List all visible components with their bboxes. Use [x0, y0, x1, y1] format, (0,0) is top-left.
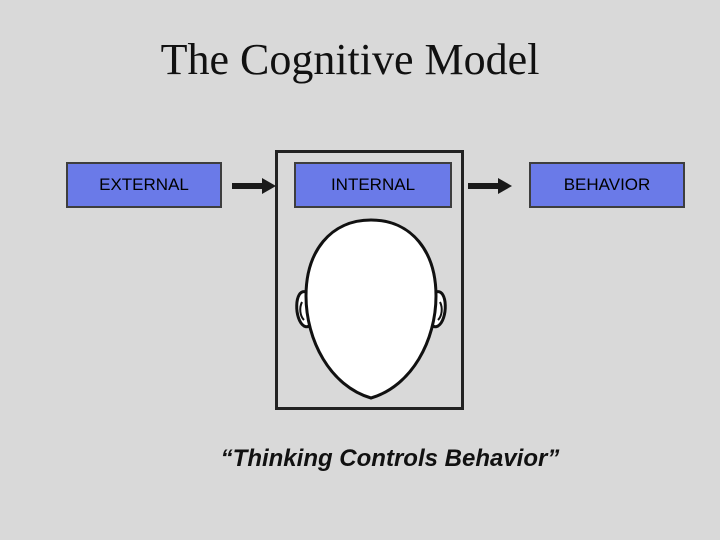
page-title: The Cognitive Model	[160, 35, 540, 84]
internal-box: INTERNAL	[294, 162, 452, 208]
arrow-right-icon	[468, 178, 512, 194]
external-box-label: EXTERNAL	[99, 175, 189, 194]
external-box: EXTERNAL	[66, 162, 222, 208]
internal-frame	[275, 150, 464, 410]
head-icon	[295, 218, 447, 400]
quote-text: “Thinking Controls Behavior”	[220, 445, 560, 472]
behavior-box: BEHAVIOR	[529, 162, 685, 208]
arrow-right-icon	[232, 178, 276, 194]
internal-box-label: INTERNAL	[330, 175, 416, 194]
behavior-box-label: BEHAVIOR	[563, 175, 651, 194]
